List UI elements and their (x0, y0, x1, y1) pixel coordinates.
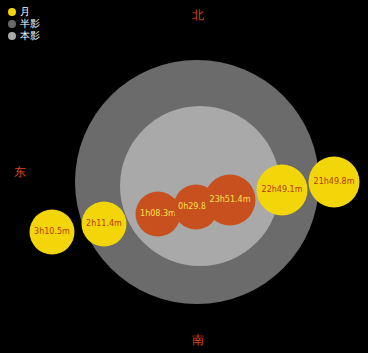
time-label: 3h10.5m (34, 228, 70, 236)
direction-label: 南 (192, 332, 204, 349)
legend-swatch (8, 32, 16, 40)
legend-swatch (8, 8, 16, 16)
legend-text: 本影 (20, 29, 40, 43)
direction-label: 北 (192, 7, 204, 24)
moon-disc: 2h11.4m (81, 201, 127, 247)
legend: 月半影本影 (8, 6, 40, 42)
moon-circle (205, 175, 256, 226)
legend-row: 半影 (8, 18, 40, 30)
legend-swatch (8, 20, 16, 28)
time-label: 22h49.1m (262, 186, 303, 194)
moon-disc: 3h10.5m (29, 209, 75, 255)
moon-circle (136, 192, 181, 237)
time-label: 23h51.4m (210, 196, 251, 204)
legend-row: 本影 (8, 30, 40, 42)
moon-circle (82, 202, 127, 247)
legend-text: 半影 (20, 17, 40, 31)
time-label: 1h08.3m (140, 210, 176, 218)
umbra (120, 106, 280, 266)
moon-disc: 22h49.1m (256, 164, 308, 216)
time-label: 2h11.4m (86, 220, 122, 228)
moon-circle (309, 157, 360, 208)
moon-disc: 1h08.3m (135, 191, 181, 237)
moon-disc: 23h51.4m (204, 174, 256, 226)
moon-circle (257, 165, 308, 216)
direction-label: 东 (14, 164, 26, 181)
penumbra (75, 60, 319, 304)
legend-row: 月 (8, 6, 40, 18)
moon-disc: 21h49.8m (308, 156, 360, 208)
moon-circle (30, 210, 75, 255)
time-label: 21h49.8m (314, 178, 355, 186)
legend-text: 月 (20, 5, 30, 19)
